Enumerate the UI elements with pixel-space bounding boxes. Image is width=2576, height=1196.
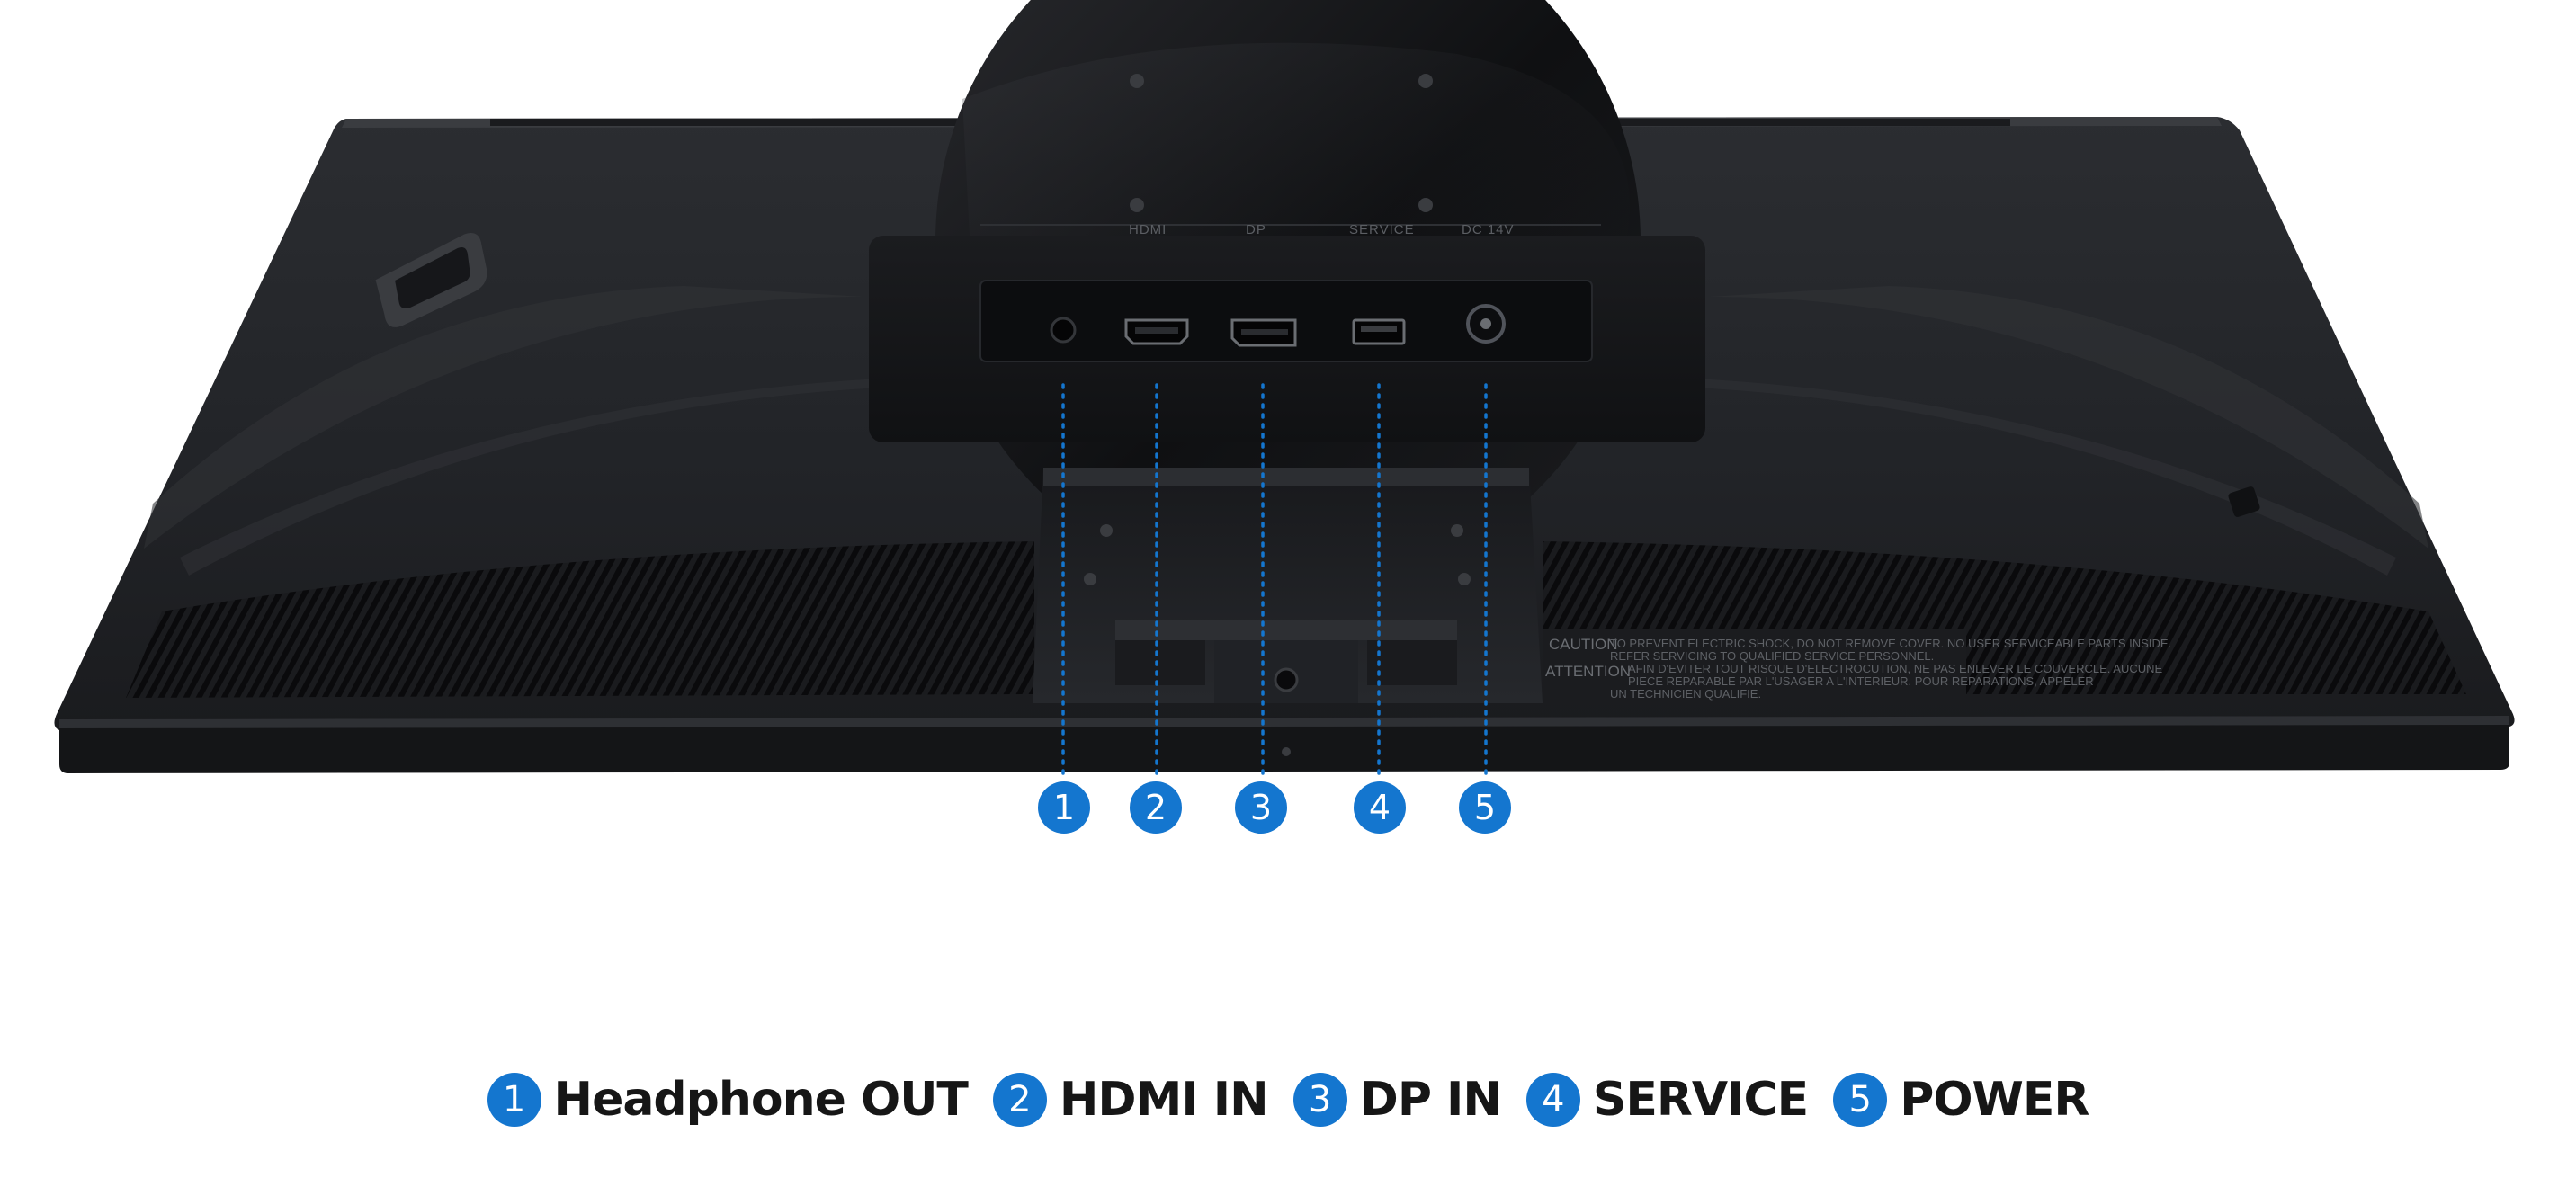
legend-badge: 1 xyxy=(487,1073,541,1127)
service-port-label: SERVICE xyxy=(1349,222,1415,237)
callout-badge-2: 2 xyxy=(1130,781,1182,834)
legend-badge: 5 xyxy=(1833,1073,1888,1127)
headphone-jack xyxy=(1050,317,1077,344)
legend-label: HDMI IN xyxy=(1059,1073,1269,1127)
callout-badge-3: 3 xyxy=(1235,781,1287,834)
callout-badge-5: 5 xyxy=(1459,781,1511,834)
legend-label: DP IN xyxy=(1359,1073,1502,1127)
callout-badge-1: 1 xyxy=(1038,781,1090,834)
bottom-bezel xyxy=(59,716,2509,773)
svg-text:3: 3 xyxy=(1250,788,1272,827)
svg-text:AFIN D'EVITER TOUT RISQUE D'EL: AFIN D'EVITER TOUT RISQUE D'ELECTROCUTIO… xyxy=(1628,662,2163,675)
odyssey-logo xyxy=(375,232,487,327)
legend-label: POWER xyxy=(1900,1073,2089,1127)
legend-badge: 4 xyxy=(1525,1073,1580,1127)
legend-item-power: 5 POWER xyxy=(1833,1073,2089,1127)
callout-badges: 1 2 3 4 5 xyxy=(1038,781,1511,834)
port-legend: 1 Headphone OUT 2 HDMI IN 3 DP IN 4 SERV… xyxy=(0,1059,2576,1140)
hdmi-port-label: HDMI xyxy=(1129,222,1167,237)
legend-label: SERVICE xyxy=(1592,1073,1809,1127)
legend-item-hdmi-in: 2 HDMI IN xyxy=(992,1073,1269,1127)
attention-heading: ATTENTION xyxy=(1545,663,1631,680)
legend-label: Headphone OUT xyxy=(553,1073,969,1127)
legend-badge: 3 xyxy=(1292,1073,1347,1127)
svg-text:REFER SERVICING TO QUALIFIED S: REFER SERVICING TO QUALIFIED SERVICE PER… xyxy=(1610,649,1934,663)
left-vent xyxy=(126,541,1034,698)
kensington-slot xyxy=(2228,486,2260,517)
svg-text:4: 4 xyxy=(1369,788,1391,827)
caution-heading: CAUTION xyxy=(1549,636,1618,653)
svg-text:UN TECHNICIEN QUALIFIE.: UN TECHNICIEN QUALIFIE. xyxy=(1610,687,1761,701)
svg-text:2: 2 xyxy=(1145,788,1167,827)
legend-badge: 2 xyxy=(992,1073,1047,1127)
svg-text:5: 5 xyxy=(1474,788,1496,827)
legend-item-headphone-out: 1 Headphone OUT xyxy=(487,1073,969,1127)
warning-label: CAUTION ATTENTION TO PREVENT ELECTRIC SH… xyxy=(1543,629,2171,701)
dp-port-label: DP xyxy=(1246,222,1266,237)
power-port-label: DC 14V xyxy=(1462,222,1515,237)
legend-item-service: 4 SERVICE xyxy=(1525,1073,1809,1127)
callout-badge-4: 4 xyxy=(1354,781,1406,834)
callout-lines xyxy=(1061,383,1488,777)
svg-text:1: 1 xyxy=(1053,788,1075,827)
svg-text:TO PREVENT ELECTRIC SHOCK, DO: TO PREVENT ELECTRIC SHOCK, DO NOT REMOVE… xyxy=(1610,637,2171,650)
svg-text:PIECE REPARABLE PAR L'USAGER A: PIECE REPARABLE PAR L'USAGER A L'INTERIE… xyxy=(1628,674,2094,688)
legend-item-dp-in: 3 DP IN xyxy=(1292,1073,1502,1127)
